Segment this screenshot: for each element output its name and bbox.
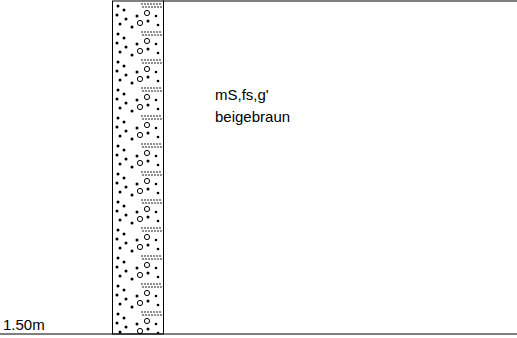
depth-label: 1.50m [3,316,45,333]
soil-column [113,1,164,334]
layer-top-line [163,0,517,1]
soil-colour: beigebraun [215,108,290,125]
soil-code: mS,fs,g' [215,86,269,103]
layer-bottom-line [0,333,517,334]
